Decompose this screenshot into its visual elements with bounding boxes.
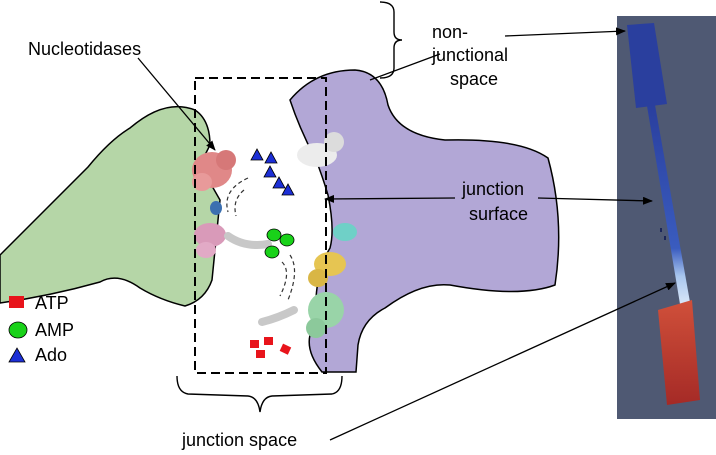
non-junctional-pointer — [369, 53, 441, 81]
simulation-bottom-chamber — [658, 300, 700, 405]
junction-space-label: junction space — [181, 430, 297, 450]
simulation-top-reservoir — [627, 23, 667, 108]
simulation-channel — [647, 105, 690, 304]
diffusion-path-upper — [224, 232, 272, 249]
junction-surface-arrow-right — [537, 196, 653, 205]
non-junctional-arrow — [504, 27, 626, 37]
ado-molecules — [250, 148, 295, 196]
legend-amp-label: AMP — [35, 320, 74, 340]
legend-amp-swatch — [8, 321, 28, 339]
junction-space-arrow — [329, 282, 676, 441]
legend-atp-label: ATP — [35, 293, 69, 313]
legend-ado-label: Ado — [35, 345, 67, 365]
reaction-paths — [226, 177, 296, 301]
nucleotidases-arrow — [137, 57, 216, 151]
right-cell — [289, 69, 560, 373]
junction-space-box — [194, 77, 327, 374]
junction-surface-label-line2: surface — [469, 204, 528, 224]
legend-atp-swatch — [9, 296, 24, 308]
nucleotidase-proteins-left — [192, 150, 236, 258]
junction-surface-arrow-left — [324, 194, 456, 203]
diffusion-path-lower — [258, 306, 298, 326]
atp-molecules — [250, 337, 292, 358]
left-cell — [0, 105, 221, 307]
amp-molecules — [264, 228, 295, 259]
non-junctional-brace — [379, 1, 403, 79]
simulation-channel-markers — [660, 228, 666, 240]
non-junctional-label-line3: space — [450, 69, 498, 89]
non-junctional-label-line1: non- — [432, 22, 468, 42]
junction-space-brace — [176, 375, 343, 413]
legend-ado-swatch — [8, 347, 26, 363]
nucleotidases-label: Nucleotidases — [28, 39, 141, 59]
junction-surface-label-line1: junction — [461, 179, 524, 199]
legend: ATP AMP Ado — [8, 293, 74, 365]
non-junctional-label-line2: junctional — [431, 45, 508, 65]
